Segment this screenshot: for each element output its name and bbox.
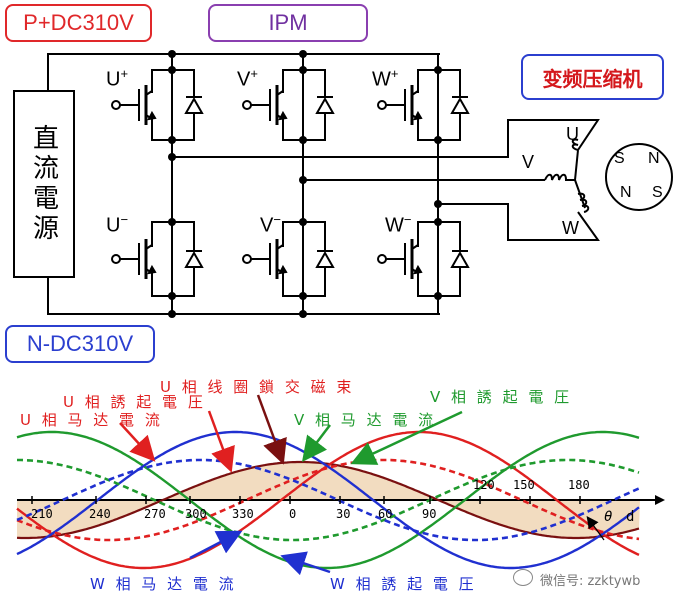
ipm-label: IPM [208,4,368,42]
d-label: d [626,509,635,525]
tick-label: 60 [378,507,393,521]
compressor-label: 变频压缩机 [521,54,664,100]
waveform-plot [16,430,665,570]
tick-label: 330 [232,507,254,521]
w-current-label: W 相 马 达 電 流 [90,575,237,593]
tick-label: 240 [89,507,111,521]
u-current-curve [16,458,640,542]
wechat-icon [513,569,533,586]
junction-dots [168,50,442,318]
w-current-curve [16,458,640,542]
v-voltage-label: V 相 誘 起 電 圧 [430,388,573,406]
motor-terminal-w: W [562,218,579,238]
switch-label-w-minus: W− [385,212,412,237]
switch-label-v-minus: V− [260,212,281,237]
tick-label: 30 [336,507,351,521]
label-arrows [119,394,605,576]
rotor-pole-s2: S [652,184,663,201]
igbt-w-minus [377,221,470,297]
switch-label-u-minus: U− [106,212,129,237]
tick-label: 300 [185,507,207,521]
switch-label-v-plus: V+ [237,66,258,91]
theta-label: θ [604,509,613,525]
bus-wiring [47,53,600,315]
dc-power-source: 直流電源 [13,90,75,278]
igbt-v-minus [242,221,335,297]
w-voltage-label: W 相 誘 起 電 圧 [330,575,477,593]
p-bus-label: P+DC310V [5,4,152,42]
igbt-u-minus [111,221,204,297]
tick-label: 210 [31,507,53,521]
tick-label: 0 [289,507,297,521]
u-flux-label: U 相 线 圈 鎖 交 磁 束 [160,378,355,396]
tick-label: 270 [144,507,166,521]
n-bus-label: N-DC310V [5,325,155,363]
switch-label-u-plus: U+ [106,66,129,91]
v-voltage-curve [16,430,640,570]
w-voltage-curve [16,430,640,570]
u-voltage-label: U 相 誘 起 電 圧 [63,393,206,411]
switch-label-w-plus: W+ [372,66,399,91]
rotor-pole-s1: S [614,150,625,167]
motor-windings [544,138,590,213]
igbt-w-plus [377,69,470,141]
watermark: 微信号: zzktywb [540,574,641,589]
tick-label: 120 [473,478,495,492]
motor-rotor [605,143,673,211]
rotor-pole-n1: N [648,150,660,167]
v-current-curve [17,458,640,542]
tick-label: 90 [422,507,437,521]
motor-terminal-u: U [566,124,579,144]
tick-label: 150 [513,478,535,492]
igbt-cells [111,69,470,297]
motor-terminal-v: V [522,152,535,172]
igbt-v-plus [242,69,335,141]
igbt-u-plus [111,69,204,141]
x-axis-arrow [655,495,665,505]
rotor-pole-n2: N [620,184,632,201]
tick-label: 180 [568,478,590,492]
dc-source-label: 直流電源 [28,124,59,244]
u-current-label: U 相 马 达 電 流 [20,411,163,429]
v-current-label: V 相 马 达 電 流 [294,411,437,429]
u-flux-curve [16,460,640,540]
